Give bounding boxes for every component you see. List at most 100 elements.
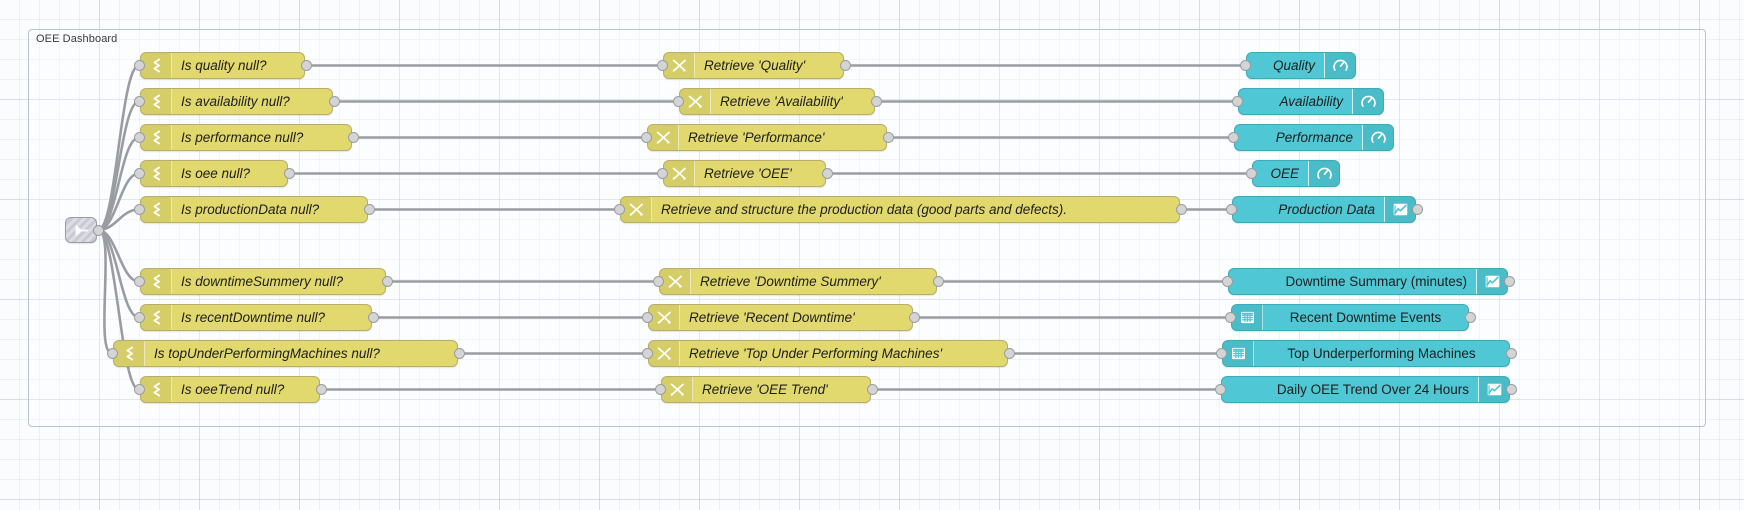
- source-output-port[interactable]: [92, 224, 104, 236]
- dashboard-node-oee[interactable]: OEE: [1252, 160, 1340, 187]
- dashboard-output-port-downtimeSummery[interactable]: [1503, 276, 1515, 287]
- dashboard-input-port-oeeTrend[interactable]: [1214, 384, 1226, 395]
- switch-input-port-recentDowntime[interactable]: [133, 312, 145, 323]
- change-output-port-productionData[interactable]: [1175, 204, 1187, 215]
- dashboard-output-port-topUnderPerformingMachines[interactable]: [1505, 348, 1517, 359]
- switch-node-oee-label: Is oee null?: [181, 166, 251, 181]
- change-output-port-recentDowntime[interactable]: [908, 312, 920, 323]
- change-node-recentDowntime[interactable]: Retrieve 'Recent Downtime': [648, 304, 913, 331]
- dashboard-input-port-topUnderPerformingMachines[interactable]: [1215, 348, 1227, 359]
- switch-node-oee[interactable]: Is oee null?: [140, 160, 288, 187]
- dashboard-input-port-downtimeSummery[interactable]: [1221, 276, 1233, 287]
- switch-icon: [114, 341, 145, 366]
- switch-input-port-availability[interactable]: [133, 96, 145, 107]
- change-output-port-oeeTrend[interactable]: [866, 384, 878, 395]
- switch-node-downtimeSummery[interactable]: Is downtimeSummery null?: [140, 268, 386, 295]
- switch-input-port-performance[interactable]: [133, 132, 145, 143]
- dashboard-node-productionData[interactable]: Production Data: [1232, 196, 1416, 223]
- dashboard-node-topUnderPerformingMachines[interactable]: Top Underperforming Machines: [1222, 340, 1510, 367]
- dashboard-node-performance[interactable]: Performance: [1234, 124, 1394, 151]
- dashboard-node-downtimeSummery[interactable]: Downtime Summary (minutes): [1228, 268, 1508, 295]
- change-output-port-performance[interactable]: [882, 132, 894, 143]
- change-input-port-oee[interactable]: [656, 168, 668, 179]
- switch-node-topUnderPerformingMachines[interactable]: Is topUnderPerformingMachines null?: [113, 340, 458, 367]
- change-input-port-topUnderPerformingMachines[interactable]: [641, 348, 653, 359]
- switch-output-port-availability[interactable]: [328, 96, 340, 107]
- dashboard-node-recentDowntime-label: Recent Downtime Events: [1289, 310, 1442, 325]
- change-output-port-downtimeSummery[interactable]: [932, 276, 944, 287]
- change-node-downtimeSummery-label: Retrieve 'Downtime Summery': [700, 274, 881, 289]
- dashboard-input-port-quality[interactable]: [1239, 60, 1251, 71]
- switch-node-performance[interactable]: Is performance null?: [140, 124, 352, 151]
- wire: [97, 228, 140, 391]
- dashboard-node-availability[interactable]: Availability: [1238, 88, 1384, 115]
- switch-output-port-performance[interactable]: [347, 132, 359, 143]
- change-input-port-availability[interactable]: [672, 96, 684, 107]
- dashboard-node-quality-label: Quality: [1272, 58, 1315, 73]
- change-icon: [660, 269, 691, 294]
- switch-output-port-topUnderPerformingMachines[interactable]: [453, 348, 465, 359]
- dashboard-input-port-recentDowntime[interactable]: [1224, 312, 1236, 323]
- chart-line-icon: [1384, 197, 1415, 222]
- change-output-port-topUnderPerformingMachines[interactable]: [1003, 348, 1015, 359]
- change-node-oeeTrend[interactable]: Retrieve 'OEE Trend': [661, 376, 871, 403]
- dashboard-input-port-productionData[interactable]: [1225, 204, 1237, 215]
- dashboard-node-recentDowntime[interactable]: Recent Downtime Events: [1231, 304, 1469, 331]
- change-input-port-recentDowntime[interactable]: [641, 312, 653, 323]
- change-node-oee[interactable]: Retrieve 'OEE': [663, 160, 826, 187]
- switch-input-port-oeeTrend[interactable]: [133, 384, 145, 395]
- change-input-port-productionData[interactable]: [613, 204, 625, 215]
- switch-output-port-recentDowntime[interactable]: [367, 312, 379, 323]
- change-output-port-quality[interactable]: [839, 60, 851, 71]
- dashboard-output-port-recentDowntime[interactable]: [1464, 312, 1476, 323]
- source-link-in-node[interactable]: [65, 217, 97, 243]
- switch-node-quality[interactable]: Is quality null?: [140, 52, 305, 79]
- switch-output-port-quality[interactable]: [300, 60, 312, 71]
- switch-node-downtimeSummery-label: Is downtimeSummery null?: [181, 274, 344, 289]
- switch-node-recentDowntime[interactable]: Is recentDowntime null?: [140, 304, 372, 331]
- switch-icon: [141, 269, 172, 294]
- switch-input-port-productionData[interactable]: [133, 204, 145, 215]
- switch-input-port-oee[interactable]: [133, 168, 145, 179]
- change-node-quality-label: Retrieve 'Quality': [704, 58, 806, 73]
- change-output-port-oee[interactable]: [821, 168, 833, 179]
- change-node-productionData[interactable]: Retrieve and structure the production da…: [620, 196, 1180, 223]
- change-node-availability[interactable]: Retrieve 'Availability': [679, 88, 875, 115]
- dashboard-node-oeeTrend[interactable]: Daily OEE Trend Over 24 Hours: [1221, 376, 1510, 403]
- switch-output-port-productionData[interactable]: [363, 204, 375, 215]
- change-node-quality[interactable]: Retrieve 'Quality': [663, 52, 844, 79]
- change-input-port-downtimeSummery[interactable]: [652, 276, 664, 287]
- switch-input-port-topUnderPerformingMachines[interactable]: [106, 348, 118, 359]
- dashboard-input-port-availability[interactable]: [1231, 96, 1243, 107]
- change-node-productionData-label: Retrieve and structure the production da…: [661, 202, 1067, 217]
- dashboard-input-port-oee[interactable]: [1245, 168, 1257, 179]
- change-icon: [621, 197, 652, 222]
- switch-node-oeeTrend[interactable]: Is oeeTrend null?: [140, 376, 320, 403]
- switch-icon: [141, 377, 172, 402]
- dashboard-input-port-performance[interactable]: [1227, 132, 1239, 143]
- change-input-port-performance[interactable]: [640, 132, 652, 143]
- switch-icon: [141, 125, 172, 150]
- change-node-topUnderPerformingMachines[interactable]: Retrieve 'Top Under Performing Machines': [648, 340, 1008, 367]
- change-output-port-availability[interactable]: [870, 96, 882, 107]
- switch-output-port-downtimeSummery[interactable]: [381, 276, 393, 287]
- switch-node-productionData[interactable]: Is productionData null?: [140, 196, 368, 223]
- switch-node-availability-label: Is availability null?: [181, 94, 290, 109]
- dashboard-output-port-oeeTrend[interactable]: [1505, 384, 1517, 395]
- change-node-downtimeSummery[interactable]: Retrieve 'Downtime Summery': [659, 268, 937, 295]
- change-input-port-quality[interactable]: [656, 60, 668, 71]
- switch-output-port-oee[interactable]: [283, 168, 295, 179]
- dashboard-node-quality[interactable]: Quality: [1246, 52, 1356, 79]
- change-input-port-oeeTrend[interactable]: [654, 384, 666, 395]
- dashboard-output-port-productionData[interactable]: [1411, 204, 1423, 215]
- switch-input-port-quality[interactable]: [133, 60, 145, 71]
- dashboard-node-availability-label: Availability: [1279, 94, 1343, 109]
- switch-output-port-oeeTrend[interactable]: [315, 384, 327, 395]
- change-node-performance[interactable]: Retrieve 'Performance': [647, 124, 887, 151]
- table-icon: [1232, 305, 1263, 330]
- dashboard-node-topUnderPerformingMachines-label: Top Underperforming Machines: [1287, 346, 1476, 361]
- switch-input-port-downtimeSummery[interactable]: [133, 276, 145, 287]
- switch-node-availability[interactable]: Is availability null?: [140, 88, 333, 115]
